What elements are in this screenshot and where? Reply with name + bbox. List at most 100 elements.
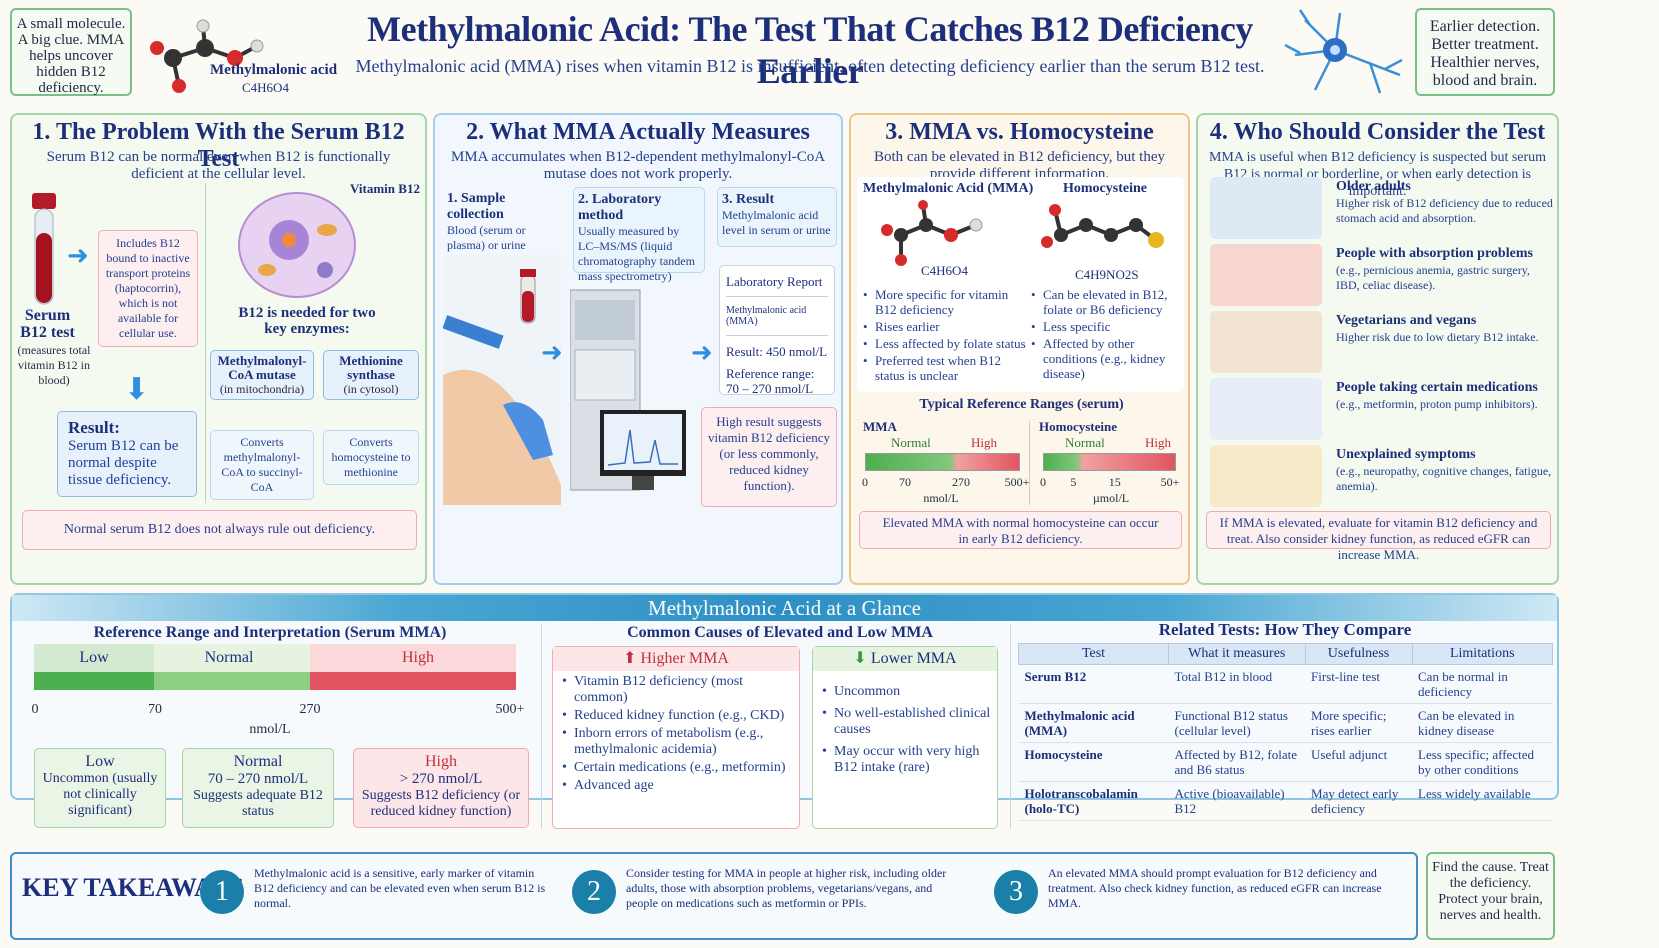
tick-label: 500+ xyxy=(495,702,525,717)
glance-divider xyxy=(1010,624,1011,829)
food-icon xyxy=(1210,311,1322,373)
takeaway-text: Consider testing for MMA in people at hi… xyxy=(626,866,947,910)
report-analyte: Methylmalonic acid (MMA) xyxy=(726,305,828,336)
mma-points-list: More specific for vitamin B12 deficiency… xyxy=(861,287,1031,385)
arrow-right-icon: ➜ xyxy=(691,338,713,367)
list-item: Affected by other conditions (e.g., kidn… xyxy=(1029,336,1189,381)
step-3-text: Methylmalonic acid level in serum or uri… xyxy=(722,208,831,237)
reference-unit: nmol/L xyxy=(249,722,291,737)
result-text: Serum B12 can be normal despite tissue d… xyxy=(68,438,179,488)
list-item: Can be elevated in B12, folate or B6 def… xyxy=(1029,287,1189,317)
range-divider xyxy=(1029,421,1030,505)
closing-note: Find the cause. Treat the deficiency. Pr… xyxy=(1426,852,1555,940)
table-cell: Functional B12 status (cellular level) xyxy=(1168,703,1306,743)
enzyme-1-location: (in mitochondria) xyxy=(219,382,305,396)
list-item: Vitamin B12 deficiency (most common) xyxy=(560,674,796,706)
blood-tube-icon xyxy=(32,193,56,305)
arrow-down-icon: ⬇ xyxy=(124,373,150,406)
table-cell: Less specific; affected by other conditi… xyxy=(1412,742,1553,782)
low-box-title: Low xyxy=(85,753,115,770)
cell-icon xyxy=(238,192,356,298)
panel-3-title: 3. MMA vs. Homocysteine xyxy=(885,119,1154,145)
homocysteine-molecule-icon xyxy=(1041,204,1164,248)
mma-range-unit: nmol/L xyxy=(923,491,959,505)
group-title: People taking certain medications xyxy=(1336,380,1538,395)
molecule-formula: C4H6O4 xyxy=(242,80,289,95)
group-title: Unexplained symptoms xyxy=(1336,447,1476,462)
bar-low-fill xyxy=(34,672,154,690)
mma-formula: C4H6O4 xyxy=(921,263,968,278)
bar-low-label: Low xyxy=(79,649,109,666)
table-cell: Methylmalonic acid (MMA) xyxy=(1018,703,1169,743)
table-cell: Can be normal in deficiency xyxy=(1412,664,1553,704)
enzyme-1-function: Converts methylmalonyl-CoA to succinyl-C… xyxy=(210,430,314,500)
molecule-icon xyxy=(150,19,264,93)
inactive-b12-note: Includes B12 bound to inactive transport… xyxy=(98,230,198,347)
panel-1-footer: Normal serum B12 does not always rule ou… xyxy=(22,510,417,550)
takeaway-number-badge: 3 xyxy=(994,870,1038,914)
report-result: Result: 450 nmol/L xyxy=(726,344,828,359)
hcy-normal-label: Normal xyxy=(1065,435,1105,450)
table-cell: Less widely available xyxy=(1412,781,1553,821)
table-cell: Affected by B12, folate and B6 status xyxy=(1168,742,1306,782)
table-cell: Homocysteine xyxy=(1018,742,1169,782)
neuron-icon xyxy=(1284,9,1403,94)
step-3-title: 3. Result xyxy=(722,192,775,207)
group-title: People with absorption problems xyxy=(1336,246,1533,261)
table-header-cell: Test xyxy=(1017,643,1170,665)
panel-2-title: 2. What MMA Actually Measures xyxy=(466,119,810,145)
enzyme-2-location: (in cytosol) xyxy=(343,382,399,396)
group-text: (e.g., neuropathy, cognitive changes, fa… xyxy=(1336,464,1552,493)
bar-normal-label: Normal xyxy=(204,649,254,666)
table-cell: First-line test xyxy=(1305,664,1412,704)
step-1-text: Blood (serum or plasma) or urine xyxy=(447,223,526,252)
panel-2-subtitle: MMA accumulates when B12-dependent methy… xyxy=(450,149,826,182)
lower-mma-header: ⬇ Lower MMA xyxy=(813,647,997,671)
molecule-name: Methylmalonic acid xyxy=(210,62,338,78)
group-text: (e.g., metformin, proton pump inhibitors… xyxy=(1336,397,1538,411)
lower-causes-list: UncommonNo well-established clinical cau… xyxy=(820,684,994,782)
list-item: More specific for vitamin B12 deficiency xyxy=(861,287,1031,317)
list-item: Advanced age xyxy=(560,778,796,794)
arrow-right-icon: ➜ xyxy=(67,241,89,270)
tick-label: 270 xyxy=(299,702,321,717)
takeaways-section xyxy=(10,852,1418,940)
table-header-cell: Usefulness xyxy=(1304,643,1413,665)
normal-box-text: Suggests adequate B12 status xyxy=(193,788,323,819)
group-title: Older adults xyxy=(1336,179,1411,194)
enzyme-2-function: Converts homocysteine to methionine xyxy=(323,430,419,485)
normal-box-range: 70 – 270 nmol/L xyxy=(207,771,309,787)
mma-range-bar xyxy=(865,453,1020,471)
table-cell: Active (bioavailable) B12 xyxy=(1168,781,1306,821)
table-row: Methylmalonic acid (MMA)Functional B12 s… xyxy=(1018,703,1553,743)
serum-test-label: Serum B12 test xyxy=(20,307,75,341)
lower-mma-title: Lower MMA xyxy=(870,650,957,667)
table-cell: More specific; rises earlier xyxy=(1305,703,1412,743)
panel-1-title: 1. The Problem With the Serum B12 Test xyxy=(32,119,405,172)
step-1-title: 1. Sample collection xyxy=(447,191,506,222)
mma-normal-label: Normal xyxy=(891,435,931,450)
glance-divider xyxy=(541,624,542,829)
panel-who-should-test: 4. Who Should Consider the Test MMA is u… xyxy=(1196,113,1559,585)
blood-draw-illustration xyxy=(443,255,561,505)
panel-4-subtitle: MMA is useful when B12 deficiency is sus… xyxy=(1208,150,1547,199)
serum-test-note: (measures total vitamin B12 in blood) xyxy=(17,343,91,387)
hcy-points-list: Can be elevated in B12, folate or B6 def… xyxy=(1029,287,1189,383)
arrow-down-icon: ⬇ xyxy=(853,650,871,667)
step-2-text: Usually measured by LC–MS/MS (liquid chr… xyxy=(578,224,695,283)
tick-label: 0 xyxy=(862,475,868,489)
panel-what-mma-measures: 2. What MMA Actually Measures MMA accumu… xyxy=(433,113,843,585)
list-item: Preferred test when B12 status is unclea… xyxy=(861,353,1031,383)
arrow-up-icon: ⬆ xyxy=(623,650,641,667)
panel-4-title: 4. Who Should Consider the Test xyxy=(1209,119,1546,145)
page-title: Methylmalonic Acid: The Test That Catche… xyxy=(367,9,1253,91)
arrow-right-icon: ➜ xyxy=(541,338,563,367)
table-cell: Serum B12 xyxy=(1018,664,1169,704)
panel-serum-b12: 1. The Problem With the Serum B12 Test S… xyxy=(10,113,427,585)
hcy-range-unit: µmol/L xyxy=(1092,491,1130,505)
high-box-title: High xyxy=(425,753,457,770)
